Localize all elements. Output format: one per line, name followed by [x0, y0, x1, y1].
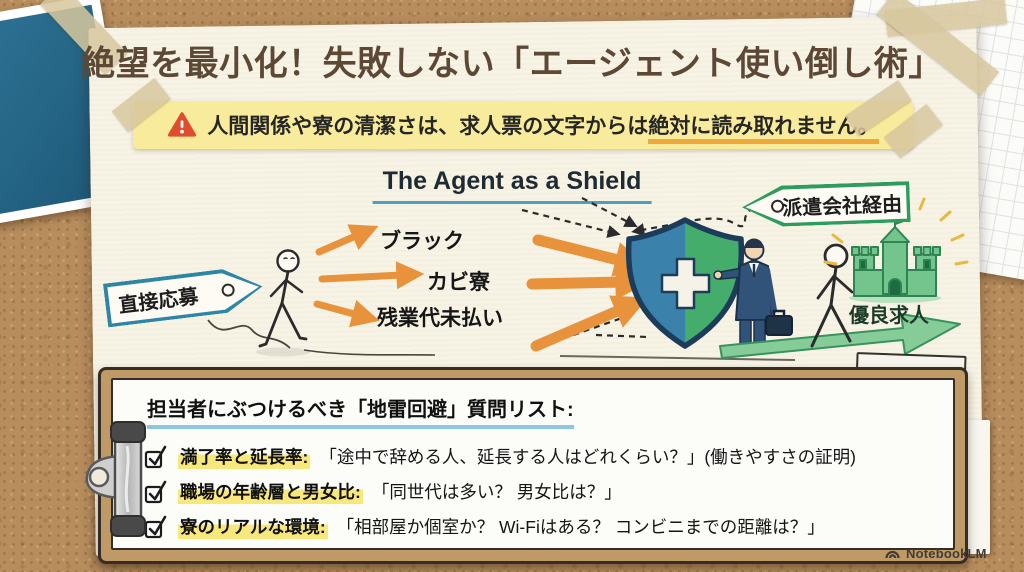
checklist-question: 「途中で辞める人、延長する人はどれくらい？」(働きやすさの証明)	[319, 447, 856, 467]
walking-person-icon	[258, 249, 308, 348]
success-arrow	[719, 313, 961, 359]
checkbox-checked-icon	[144, 445, 167, 469]
threat-arrows	[526, 234, 651, 352]
path-squiggle	[207, 319, 436, 357]
warning-text-plain: 人間関係や寮の清潔さは、求人票の文字からは	[207, 115, 649, 138]
checklist-term: 寮のリアルな環境:	[178, 514, 328, 539]
checklist-heading: 担当者にぶつけるべき「地雷回避」質問リスト:	[147, 393, 574, 429]
checklist-item: 満了率と延長率: 「途中で辞める人、延長する人はどれくらい？」(働きやすさの証明…	[143, 439, 953, 474]
warning-banner: 人間関係や寮の清潔さは、求人票の文字からは絶対に読み取れません。	[133, 101, 913, 149]
warning-text: 人間関係や寮の清潔さは、求人票の文字からは絶対に読み取れません。	[207, 110, 879, 144]
agent-shield-diagram	[207, 197, 969, 361]
diagram-heading: The Agent as a Shield	[372, 167, 652, 204]
checklist-item: 寮のリアルな環境: 「相部屋か個室か？ Wi-Fiはある？ コンビニまでの距離は…	[143, 509, 953, 544]
checklist-question: 「同世代は多い？ 男女比は？」	[371, 482, 622, 502]
risk-label: 残業代未払い	[377, 307, 503, 330]
clipboard: 担当者にぶつけるべき「地雷回避」質問リスト: 満了率と延長率: 「途中で辞める人…	[85, 367, 968, 564]
risk-label: カビ寮	[427, 271, 490, 294]
checklist-question: 「相部屋か個室か？ Wi-Fiはある？ コンビニまでの距離は？」	[336, 517, 825, 537]
notebooklm-logo-icon	[885, 550, 900, 559]
risk-label: ブラック	[380, 230, 464, 253]
clipboard-clip-icon	[85, 421, 146, 537]
watermark-text: NotebookLM	[906, 546, 987, 561]
checklist-sheet: 担当者にぶつけるべき「地雷回避」質問リスト: 満了率と延長率: 「途中で辞める人…	[111, 378, 955, 550]
risk-arrows	[313, 224, 425, 328]
ground-line	[559, 355, 796, 361]
seeker-person-icon	[810, 243, 854, 348]
shield-icon	[625, 217, 745, 349]
warning-text-underlined: 絶対に読み取れません。	[648, 115, 879, 144]
checklist: 満了率と延長率: 「途中で辞める人、延長する人はどれくらい？」(働きやすさの証明…	[143, 439, 953, 544]
checklist-item: 職場の年齢層と男女比: 「同世代は多い？ 男女比は？」	[143, 474, 953, 509]
checklist-term: 満了率と延長率:	[178, 444, 311, 469]
castle-icon	[849, 214, 941, 303]
via-agency-label: 派遣会社経由	[781, 193, 903, 220]
via-agency-tag: 派遣会社経由	[741, 181, 910, 228]
checkbox-checked-icon	[144, 480, 167, 504]
checklist-term: 職場の年齢層と男女比:	[178, 479, 363, 504]
agent-person-icon	[713, 238, 793, 354]
goal-label: 優良求人	[849, 305, 929, 327]
notebooklm-watermark: NotebookLM	[884, 546, 987, 561]
page-title: 絶望を最小化！失敗しない「エージェント使い倒し術」	[81, 45, 943, 83]
warning-icon	[168, 112, 197, 137]
